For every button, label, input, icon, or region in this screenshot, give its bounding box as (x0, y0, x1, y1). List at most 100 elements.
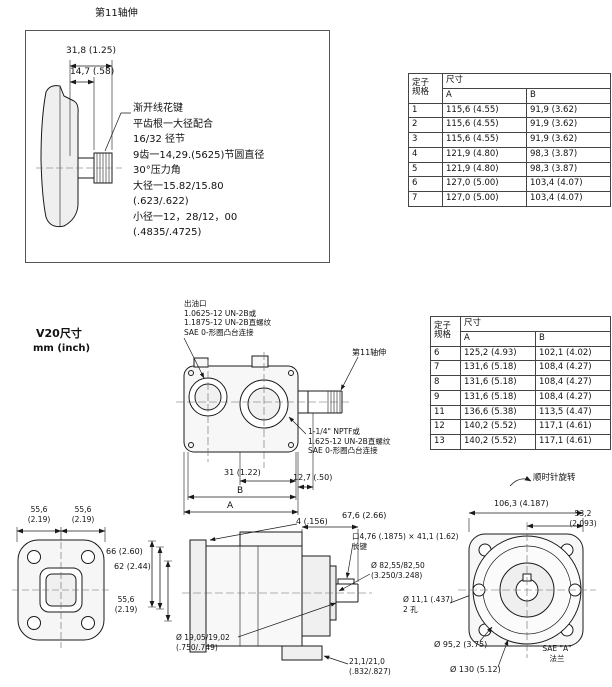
shaft-detail-drawing (25, 30, 330, 263)
detail-title: 第11轴伸 (95, 8, 138, 19)
table-cell: 108,4 (4.27) (534, 375, 612, 391)
table-cell: 6 (408, 176, 443, 193)
front-view-drawing (12, 527, 172, 648)
table-cell: 131,6 (5.18) (460, 375, 536, 391)
stator-table-mid-col-b: B (534, 330, 612, 347)
table-cell: 9 (430, 389, 461, 406)
dim-label-31-8: 31,8 (1.25) (66, 46, 116, 56)
table-cell: 140,2 (5.52) (460, 419, 536, 436)
stator-table-top-col-dim: 尺寸 (441, 73, 612, 89)
table-cell: 103,4 (4.07) (525, 191, 612, 207)
table-cell: 91,9 (3.62) (525, 117, 612, 134)
table-cell: 113,5 (4.47) (534, 404, 612, 421)
dim-label-53-2: 53,2 (2.093) (569, 509, 597, 528)
table-cell: 98,3 (3.87) (525, 161, 612, 178)
dim-label-130: Ø 130 (5.12) (450, 665, 501, 674)
dim-label-4: 4 (.156) (296, 517, 328, 526)
table-cell: 91,9 (3.62) (525, 132, 612, 148)
table-cell: 12 (430, 419, 461, 436)
dim-label-95-2: Ø 95,2 (3.75) (434, 640, 488, 649)
table-cell: 11 (430, 404, 461, 421)
table-cell: 131,6 (5.18) (460, 389, 536, 406)
outlet-port-note: 出油口 1.0625-12 UN-2B或 1.1875-12 UN-2B直螺纹 … (184, 299, 272, 337)
top-view-drawing (176, 337, 359, 515)
rotation-direction-label: 顺时针旋转 (533, 473, 576, 483)
table-cell: 103,4 (4.07) (525, 176, 612, 193)
table-cell: 136,6 (5.38) (460, 404, 536, 421)
table-cell: 4 (408, 146, 443, 163)
table-cell: 121,9 (4.80) (442, 161, 527, 178)
inlet-port-note: 1-1/4" NPTF或 1.625-12 UN-2B直螺纹 SAE 0-形圈凸… (308, 427, 391, 456)
dim-label-31: 31 (1.22) (224, 468, 261, 477)
stator-table-mid-col-a: A (460, 330, 536, 347)
dim-label-106-3: 106,3 (4.187) (494, 499, 549, 508)
table-cell: 121,9 (4.80) (442, 146, 527, 163)
dim-label-66: 66 (2.60) (106, 547, 143, 556)
dim-label-12-7: 12,7 (.50) (293, 473, 333, 482)
stator-table-mid-col-dim: 尺寸 (459, 316, 612, 332)
table-cell: 13 (430, 434, 461, 450)
side-view-drawing (182, 523, 477, 665)
table-cell: 5 (408, 161, 443, 178)
table-cell: 1 (408, 102, 443, 119)
table-cell: 115,6 (4.55) (442, 102, 527, 119)
dim-label-55-right: 55,6 (2.19) (71, 505, 95, 524)
key-spec-note: 口4,76 (.1875) × 41,1 (1.62) 长键 (352, 532, 459, 551)
table-cell: 91,9 (3.62) (525, 102, 612, 119)
dim-label-55-left: 55,6 (2.19) (27, 505, 51, 524)
dim-label-21-1: 21,1/21,0 (.832/.827) (349, 657, 391, 676)
dim-label-19-05: Ø 19,05/19,02 (.750/.749) (176, 633, 230, 652)
table-cell: 115,6 (4.55) (442, 117, 527, 134)
table-cell: 117,1 (4.61) (534, 419, 612, 436)
dim-label-a: A (227, 501, 234, 511)
table-cell: 117,1 (4.61) (534, 434, 612, 450)
dim-label-55-lower: 55,6 (2.19) (114, 595, 138, 614)
table-cell: 108,4 (4.27) (534, 360, 612, 377)
shaft-extension-label: 第11轴伸 (352, 348, 387, 357)
table-cell: 127,0 (5.00) (442, 176, 527, 193)
table-cell: 8 (430, 375, 461, 391)
units-label: mm (inch) (33, 343, 91, 354)
table-cell: 2 (408, 117, 443, 134)
dim-label-62: 62 (2.44) (114, 562, 151, 571)
dim-label-67-6: 67,6 (2.66) (342, 511, 387, 520)
table-cell: 102,1 (4.02) (534, 345, 612, 362)
dim-label-14-7: 14,7 (.58) (70, 67, 115, 77)
sae-flange-label: SAE "A" 法兰 (542, 644, 572, 663)
stator-table-mid-col-spec: 定子 规格 (430, 316, 461, 347)
table-cell: 3 (408, 132, 443, 148)
table-cell: 6 (430, 345, 461, 362)
table-cell: 7 (430, 360, 461, 377)
stator-table-top-col-b: B (525, 87, 612, 104)
table-cell: 131,6 (5.18) (460, 360, 536, 377)
dim-label-b: B (237, 486, 244, 496)
dim-label-82-55: Ø 82,55/82,50 (3.250/3.248) (371, 561, 425, 580)
table-cell: 98,3 (3.87) (525, 146, 612, 163)
table-cell: 7 (408, 191, 443, 207)
spline-spec-note: 渐开线花键 平齿根一大径配合 16/32 径节 9齿一14,29.(5625)节… (133, 103, 265, 238)
dim-label-11-1: Ø 11,1 (.437) 2 孔 (403, 595, 453, 614)
table-cell: 115,6 (4.55) (442, 132, 527, 148)
table-cell: 140,2 (5.52) (460, 434, 536, 450)
stator-table-top-col-spec: 定子 规格 (408, 73, 443, 104)
page-title: V20尺寸 (36, 327, 82, 340)
stator-table-top-col-a: A (442, 87, 527, 104)
